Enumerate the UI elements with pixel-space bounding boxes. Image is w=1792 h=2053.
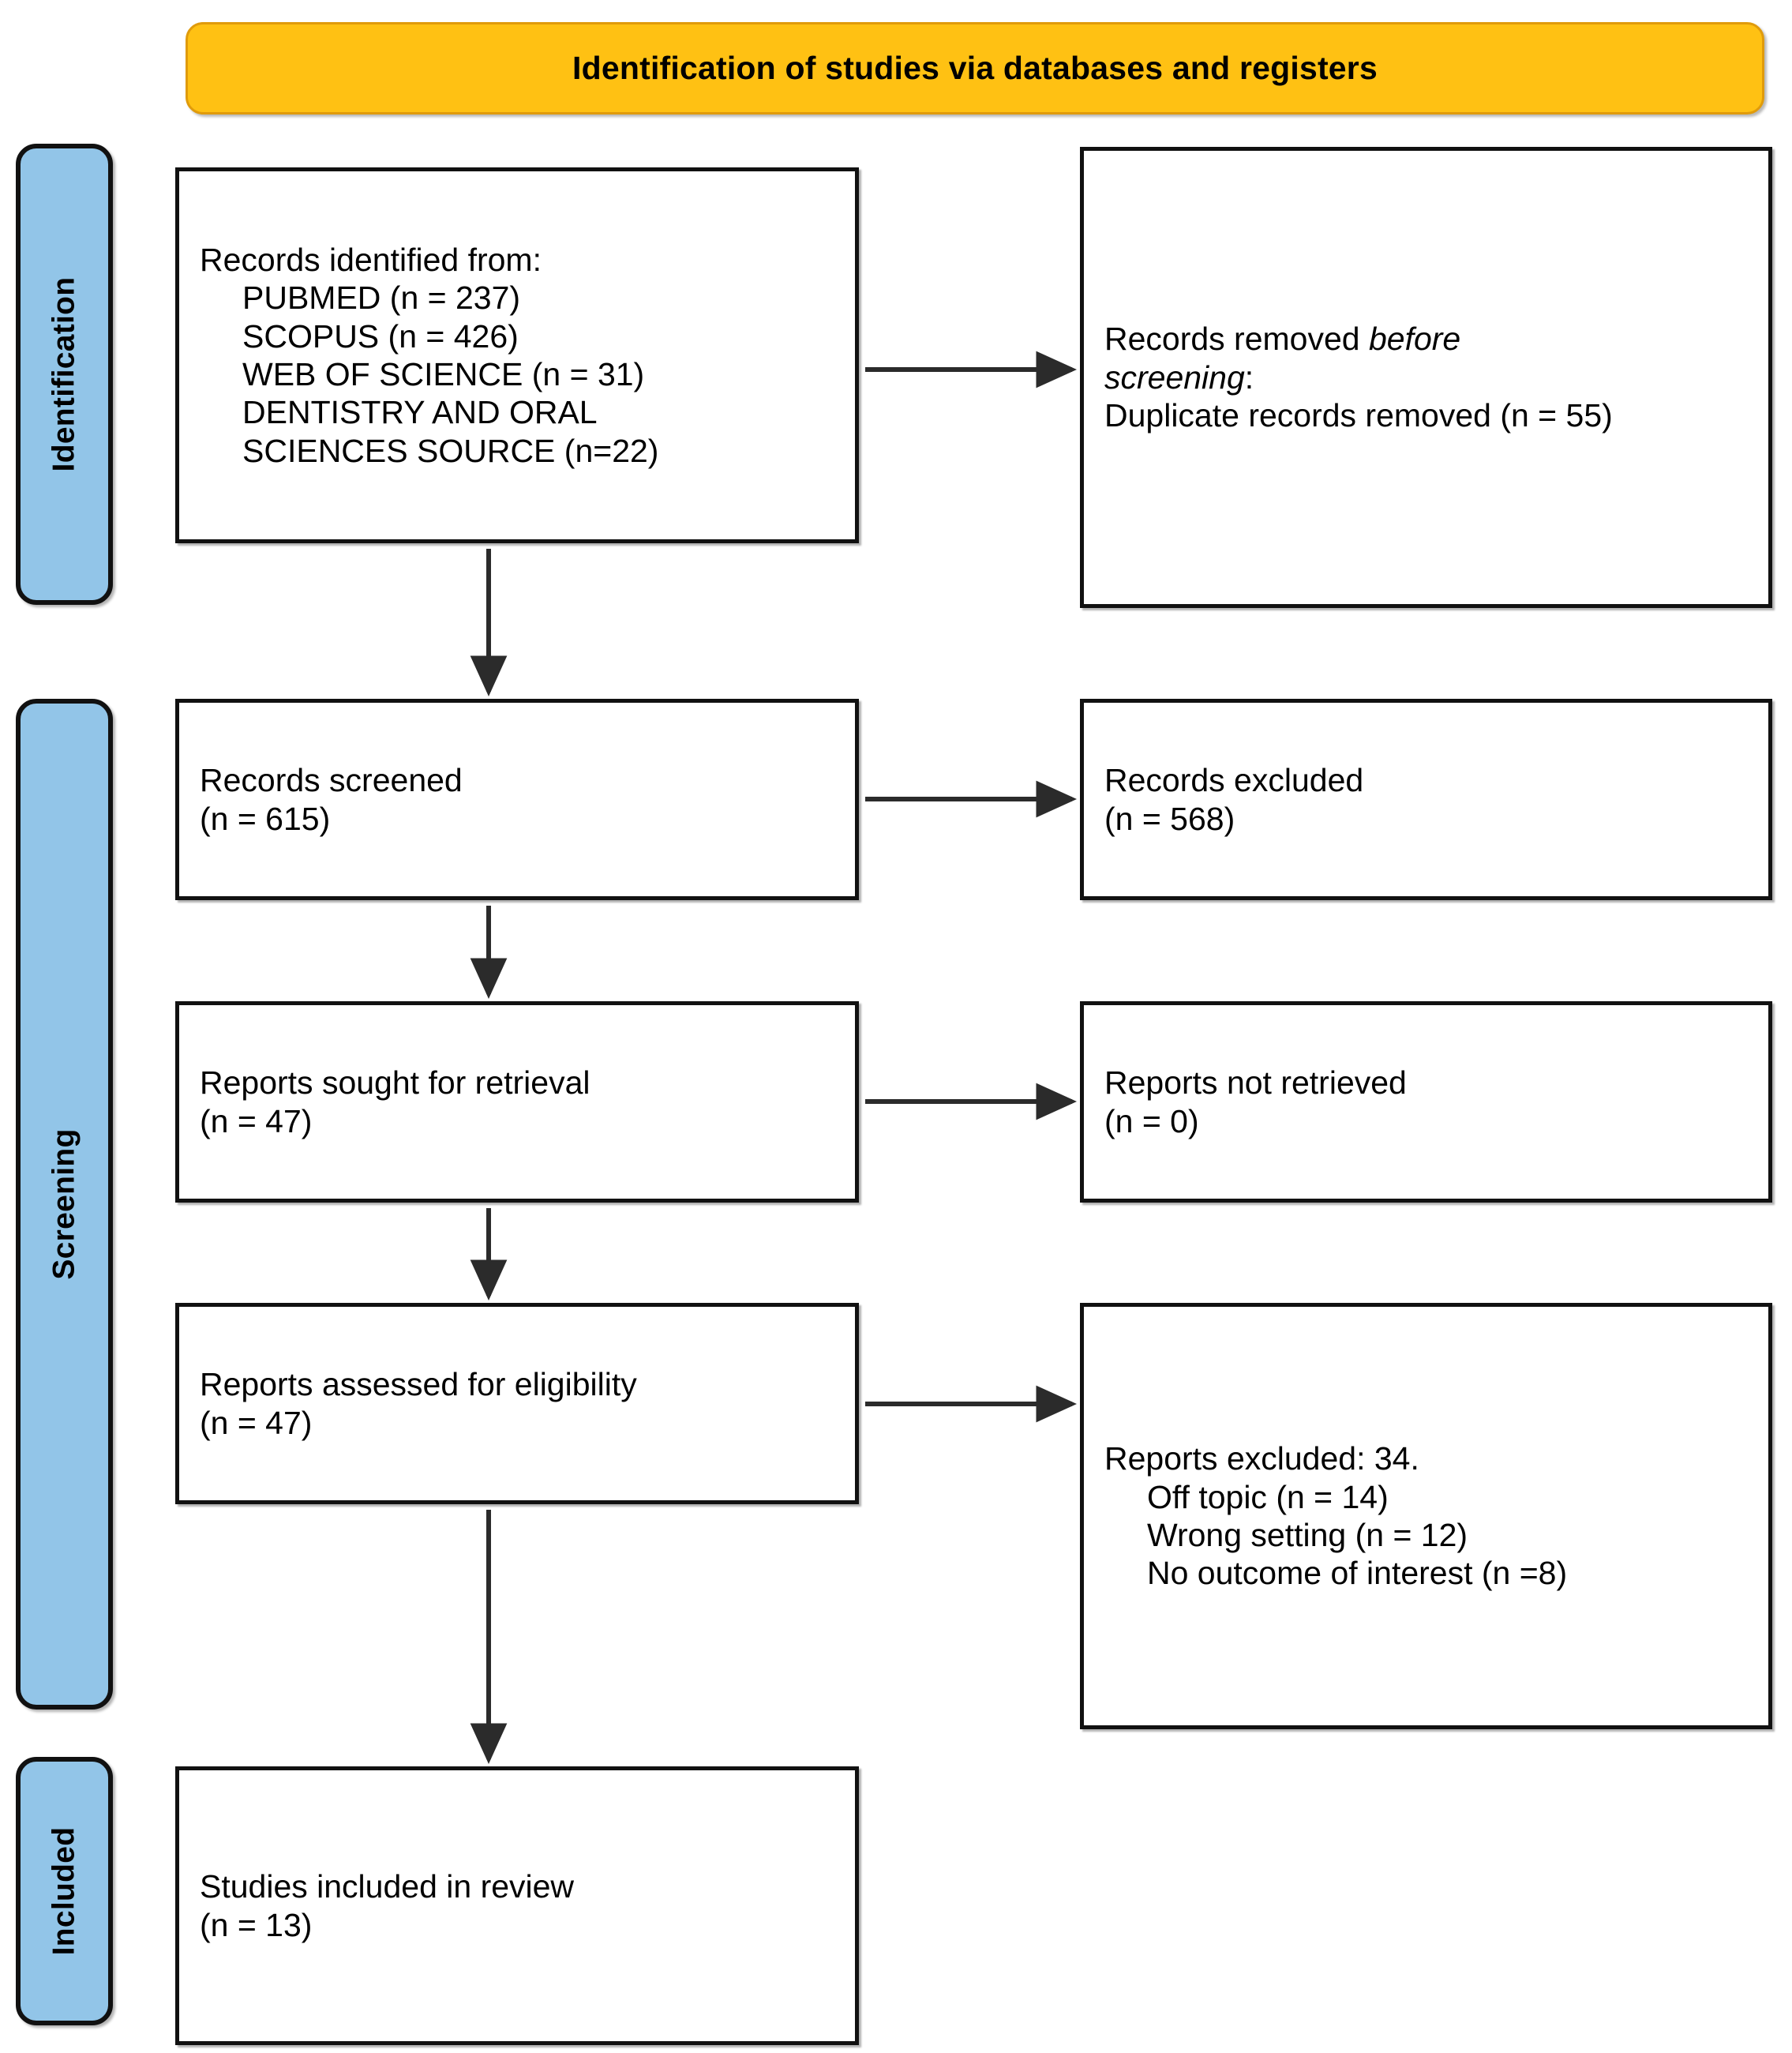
source-dentistry-line2: SCIENCES SOURCE (n=22) — [242, 432, 659, 469]
box-records-identified: Records identified from: PUBMED (n = 237… — [175, 167, 859, 543]
studies-included-label: Studies included in review — [200, 1868, 575, 1905]
stage-bar-included: Included — [16, 1757, 113, 2025]
reports-not-retrieved-label: Reports not retrieved — [1104, 1064, 1407, 1102]
reason-off-topic: Off topic (n = 14) — [1147, 1478, 1389, 1515]
stage-label-screening: Screening — [47, 1128, 81, 1280]
records-removed-title-text: Records removed — [1104, 321, 1369, 358]
records-excluded-label: Records excluded — [1104, 762, 1364, 799]
box-records-excluded: Records excluded (n = 568) — [1080, 699, 1772, 900]
duplicate-records-removed: Duplicate records removed (n = 55) — [1104, 397, 1613, 434]
box-studies-included: Studies included in review (n = 13) — [175, 1766, 859, 2045]
records-removed-title: Records removed before — [1104, 320, 1748, 358]
header-banner: Identification of studies via databases … — [186, 22, 1764, 114]
box-records-removed: Records removed before screening: Duplic… — [1080, 147, 1772, 608]
reports-excluded-title: Reports excluded: 34. — [1104, 1440, 1419, 1477]
records-identified-title: Records identified from: — [200, 241, 542, 278]
reports-assessed-label: Reports assessed for eligibility — [200, 1366, 637, 1403]
reason-wrong-setting: Wrong setting (n = 12) — [1147, 1517, 1468, 1553]
source-dentistry-line1: DENTISTRY AND ORAL — [242, 394, 598, 431]
records-removed-title-italic: before — [1368, 321, 1461, 358]
box-records-screened: Records screened (n = 615) — [175, 699, 859, 900]
reason-no-outcome: No outcome of interest (n =8) — [1147, 1555, 1568, 1592]
reports-not-retrieved-count: (n = 0) — [1104, 1102, 1199, 1139]
studies-included-count: (n = 13) — [200, 1906, 313, 1943]
records-screened-label: Records screened — [200, 762, 463, 799]
stage-bar-identification: Identification — [16, 144, 113, 605]
box-reports-excluded: Reports excluded: 34. Off topic (n = 14)… — [1080, 1303, 1772, 1729]
box-reports-not-retrieved: Reports not retrieved (n = 0) — [1080, 1001, 1772, 1203]
box-reports-assessed: Reports assessed for eligibility (n = 47… — [175, 1303, 859, 1504]
source-scopus: SCOPUS (n = 426) — [242, 317, 519, 355]
box-reports-sought: Reports sought for retrieval (n = 47) — [175, 1001, 859, 1203]
records-screened-count: (n = 615) — [200, 800, 331, 837]
header-title: Identification of studies via databases … — [572, 50, 1378, 86]
records-removed-title-line2: screening: — [1104, 358, 1748, 396]
records-excluded-count: (n = 568) — [1104, 800, 1235, 837]
stage-label-identification: Identification — [47, 276, 81, 472]
stage-bar-screening: Screening — [16, 699, 113, 1710]
records-removed-title-colon: : — [1244, 358, 1254, 396]
reports-sought-label: Reports sought for retrieval — [200, 1064, 590, 1102]
records-removed-title-italic2: screening — [1104, 358, 1245, 396]
source-pubmed: PUBMED (n = 237) — [242, 280, 521, 317]
source-web-of-science: WEB OF SCIENCE (n = 31) — [242, 356, 645, 392]
reports-assessed-count: (n = 47) — [200, 1404, 313, 1441]
reports-sought-count: (n = 47) — [200, 1102, 313, 1139]
stage-label-included: Included — [47, 1826, 81, 1956]
